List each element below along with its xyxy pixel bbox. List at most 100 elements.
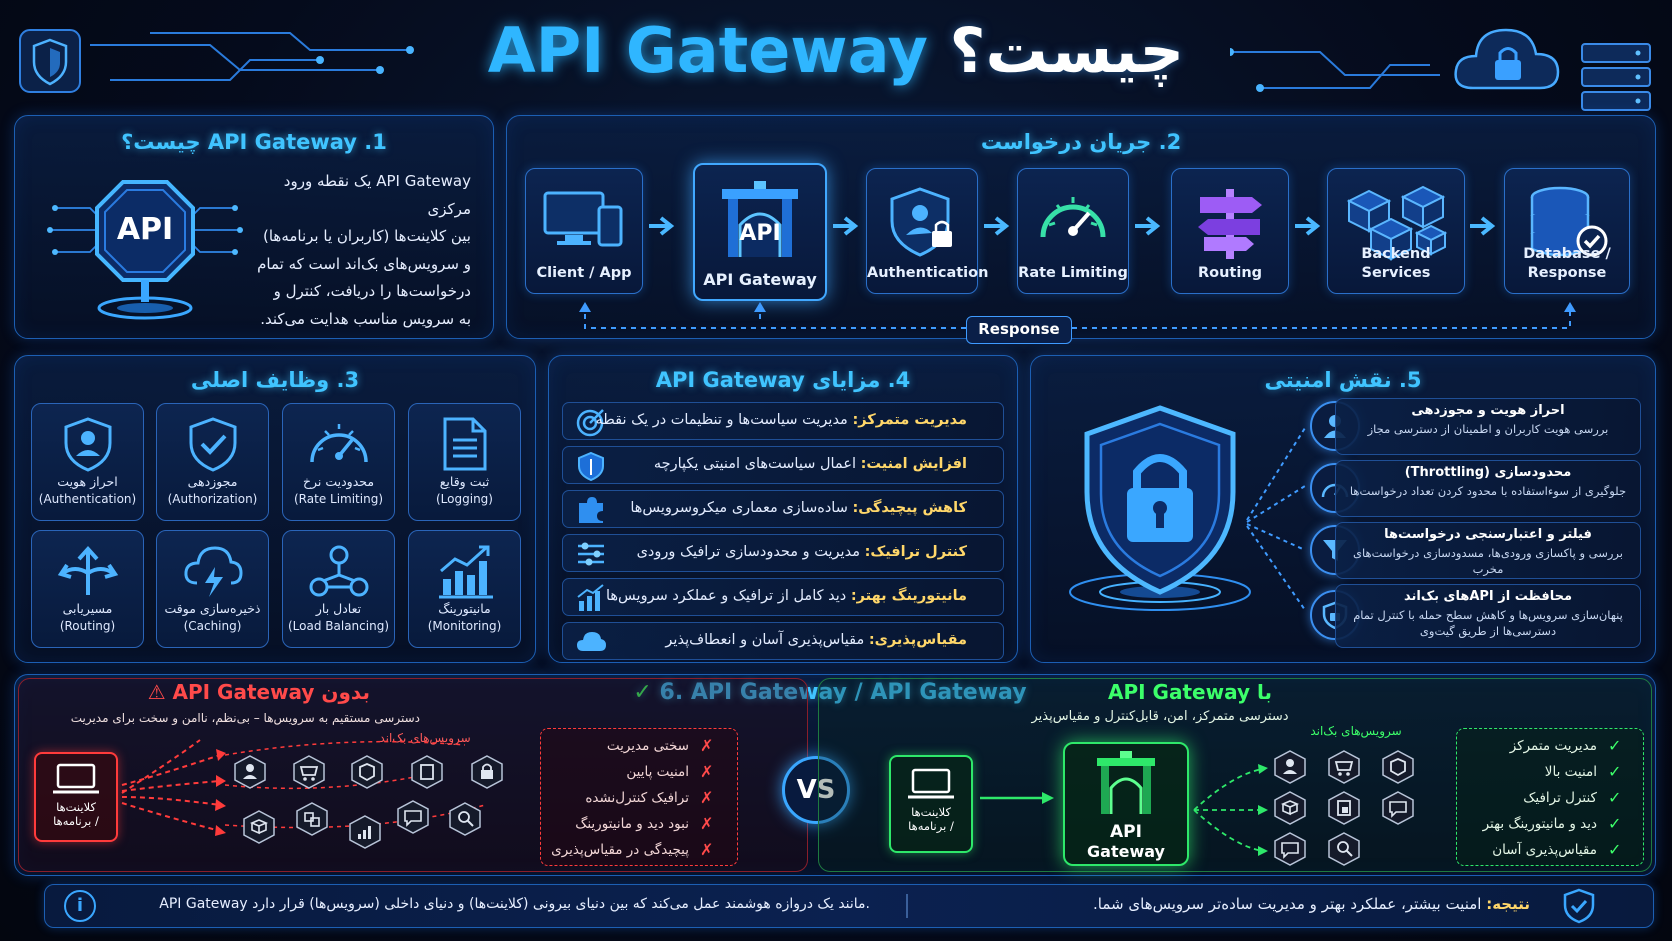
issue-item: نبود دید و مانیتورینگ — [575, 816, 689, 832]
client-label: / برنامه‌ها — [908, 819, 954, 833]
benefit-row: کنترل ترافیک: مدیریت و محدودسازی ترافیک … — [562, 534, 1004, 572]
big-shield-lock-icon — [1055, 400, 1265, 620]
client-label: کلاینت‌ها — [911, 805, 951, 819]
tile-caching: ذخیره‌سازی موقت (Caching) — [156, 530, 269, 648]
flow-step-gateway: API API Gateway — [693, 163, 827, 301]
cubes-icon — [1346, 185, 1448, 261]
without-subtitle: دسترسی مستقیم به سرویس‌ها – بی‌نظم، ناام… — [70, 711, 420, 725]
footer-bar — [44, 884, 1654, 928]
x-mark-icon: ✗ — [700, 788, 714, 807]
tile-label-fa: مانیتورینگ — [438, 601, 491, 616]
x-mark-icon: ✗ — [700, 814, 714, 833]
service-node — [1327, 791, 1361, 825]
tile-label-en: (Routing) — [59, 619, 116, 633]
tile-label-fa: ذخیره‌سازی موقت — [164, 601, 261, 616]
without-client-box: کلاینت‌ها / برنامه‌ها — [34, 752, 118, 842]
gauge-icon — [309, 424, 368, 463]
with-title: با API Gateway — [1108, 680, 1272, 704]
tile-routing: مسیریابی (Routing) — [31, 530, 144, 648]
warning-icon: ⚠ — [147, 680, 166, 704]
gateway-badge: API — [739, 221, 781, 246]
shield-icon — [578, 451, 604, 481]
section6-title: ✓ 6. API Gateway / API Gateway — [633, 680, 1027, 705]
api-octagon-label: API — [116, 212, 174, 247]
with-benefits-box — [1456, 728, 1644, 866]
service-node — [1273, 750, 1307, 784]
flow-step-routing: Routing — [1171, 168, 1289, 294]
benefit-text: دید کامل از ترافیک و عملکرد سرویس‌ها — [605, 588, 851, 604]
service-node — [1381, 750, 1415, 784]
service-node — [1273, 791, 1307, 825]
service-node — [233, 755, 267, 789]
section2-title: 2. جریان درخواست — [980, 130, 1182, 154]
client-label: کلاینت‌ها — [56, 800, 96, 814]
footer-divider — [906, 894, 908, 918]
benefit-text: مقیاس‌پذیری آسان و انعطاف‌پذیر — [665, 632, 869, 648]
desc-line: درخواست‌ها را دریافت، کنترل و — [273, 282, 471, 300]
gateway-to-services-arrows — [1193, 764, 1268, 856]
issue-item: پیچیدگی در مقیاس‌پذیری — [551, 842, 689, 858]
footer-result-text: امنیت بیشتر، عملکرد بهتر و مدیریت ساده‌ت… — [1093, 895, 1487, 913]
chart-icon — [577, 584, 604, 611]
flow-step-client: Client / App — [525, 168, 643, 294]
speedometer-icon — [1040, 197, 1106, 238]
chaotic-arrows — [121, 739, 226, 836]
flow-step-label: Routing — [1197, 265, 1263, 281]
benefit-row: مانیتورینگ بهتر: دید کامل از ترافیک و عم… — [562, 578, 1004, 616]
circuit-lines-right — [1230, 48, 1440, 92]
title-rest: چیست؟ — [927, 14, 1185, 87]
response-label: Response — [966, 316, 1072, 344]
tile-label-en: (Rate Limiting) — [294, 492, 383, 506]
gateway-label: API — [1110, 822, 1142, 842]
benefit-text: مدیریت و محدودسازی ترافیک ورودی — [636, 544, 865, 560]
tile-monitoring: مانیتورینگ (Monitoring) — [408, 530, 521, 648]
benefit-text: اعمال سیاست‌های امنیتی یکپارچه — [653, 456, 861, 472]
desc-line: بین کلاینت‌ها (کاربران یا برنامه‌ها) — [263, 227, 471, 245]
service-node — [1381, 791, 1415, 825]
benefit-key: مقیاس‌پذیری: — [868, 632, 967, 648]
tile-authentication: احراز هویت (Authentication) — [31, 403, 144, 521]
tile-label-fa: مجوزدهی — [187, 474, 238, 489]
issue-item: امنیت پایین — [626, 764, 689, 780]
x-mark-icon: ✗ — [700, 762, 714, 781]
security-item-desc: پنهان‌سازی سرویس‌ها و کاهش سطح حمله با ک… — [1353, 608, 1623, 638]
monitor-phone-icon — [543, 191, 623, 247]
tile-label-en: (Authentication) — [38, 492, 137, 506]
security-item-title: محافظت از APIهای بک‌اند — [1403, 589, 1573, 604]
sliders-icon — [578, 542, 604, 566]
issue-item: ترافیک کنترل‌نشده — [585, 790, 689, 806]
with-gateway-box: API Gateway — [1063, 742, 1189, 866]
tile-rate-limiting: محدودیت نرخ (Rate Limiting) — [282, 403, 395, 521]
security-item: احراز هویت و مجوزدهی بررسی هویت کاربران … — [1335, 398, 1641, 455]
benefit-item: کنترل ترافیک — [1523, 790, 1597, 806]
benefit-key: مانیتورینگ بهتر: — [850, 588, 967, 604]
flow-step-label: Rate Limiting — [1018, 265, 1128, 281]
check-mark-icon: ✓ — [1608, 840, 1622, 859]
service-node — [292, 755, 326, 789]
footer-right-text: نتیجه: امنیت بیشتر، عملکرد بهتر و مدیریت… — [930, 895, 1530, 913]
tile-label-en: (Load Balancing) — [288, 619, 389, 633]
routing-arrows-icon — [57, 546, 118, 595]
service-node — [470, 755, 504, 789]
check-mark-icon: ✓ — [1608, 814, 1622, 833]
service-node — [295, 802, 329, 836]
flow-arrow — [833, 216, 859, 236]
benefit-row: مدیریت متمرکز: مدیریت سیاست‌ها و تنظیمات… — [562, 402, 1004, 440]
flow-step-database: Database / Response — [1504, 168, 1630, 294]
with-client-box: کلاینت‌ها / برنامه‌ها — [889, 755, 973, 853]
section3-title: 3. وظایف اصلی — [190, 368, 360, 392]
flow-step-rate-limiting: Rate Limiting — [1017, 168, 1129, 294]
cloud-lock-icon — [1448, 18, 1568, 98]
network-nodes-icon — [309, 545, 368, 597]
tile-label-fa: محدودیت نرخ — [302, 474, 375, 489]
security-item: محافظت از APIهای بک‌اند پنهان‌سازی سرویس… — [1335, 584, 1641, 648]
security-item-desc: بررسی و پاکسازی ورودی‌ها، مسدودسازی درخو… — [1353, 546, 1623, 576]
page-title: API Gateway چیست؟ — [0, 14, 1672, 87]
laptop-icon — [53, 763, 99, 794]
footer-left-text: API Gateway مانند یک دروازه هوشمند عمل م… — [159, 896, 870, 912]
flow-step-label: Backend Services — [1361, 246, 1431, 281]
benefit-item: مقیاس‌پذیری آسان — [1492, 842, 1597, 858]
with-services-label: سرویس‌های بک‌اند — [1310, 724, 1402, 738]
tile-load-balancing: تعادل بار (Load Balancing) — [282, 530, 395, 648]
benefit-text: ساده‌سازی معماری میکروسرویس‌ها — [630, 500, 853, 516]
